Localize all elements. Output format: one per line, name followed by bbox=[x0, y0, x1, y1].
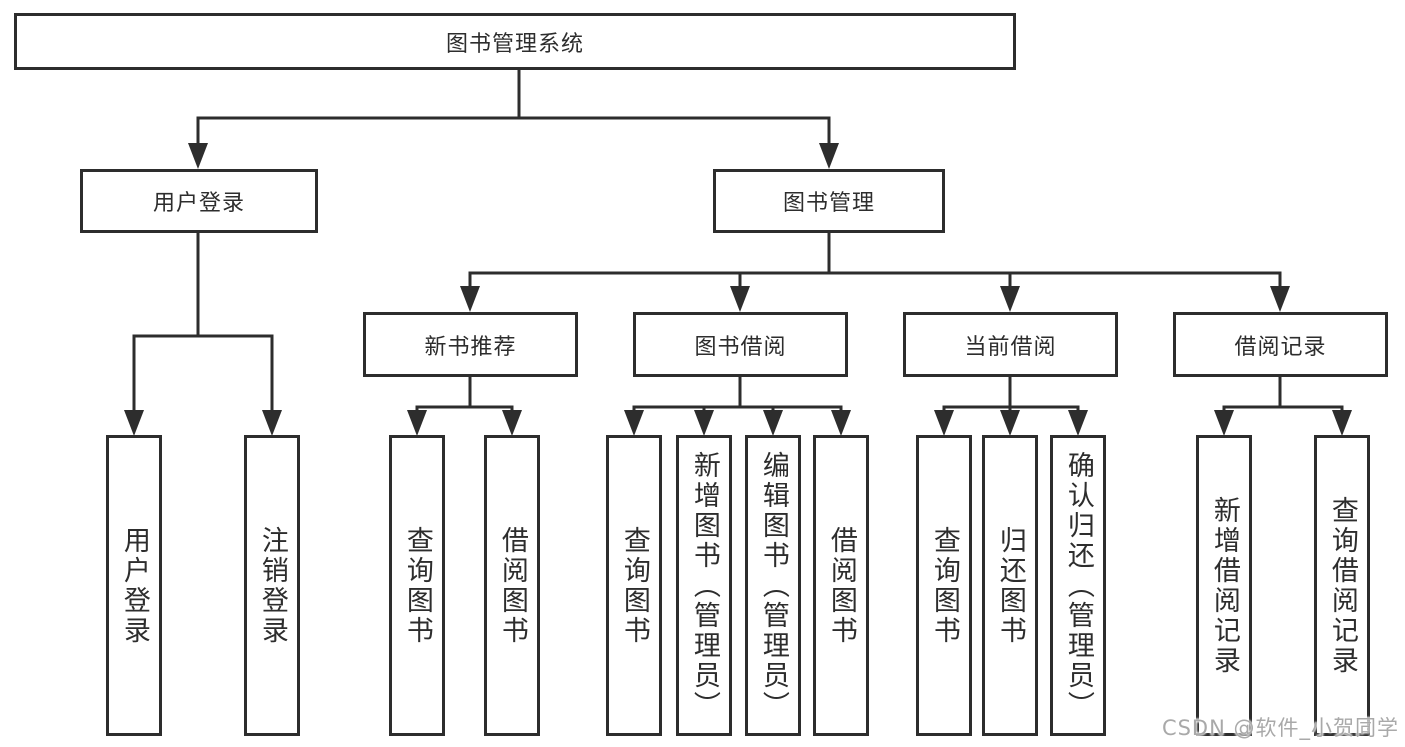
node-book-borrowing: 图书借阅 bbox=[633, 312, 848, 377]
leaf-logout: 注销登录 bbox=[244, 435, 300, 736]
node-library-system: 图书管理系统 bbox=[14, 13, 1016, 70]
connector-current-to-leaves bbox=[942, 375, 1080, 415]
connector-borrowing-to-leaves bbox=[632, 375, 843, 415]
connector-records-to-leaves bbox=[1222, 375, 1344, 415]
connector-book-management-to-level3 bbox=[468, 230, 1282, 291]
arrowheads bbox=[124, 143, 1352, 436]
node-book-management: 图书管理 bbox=[713, 169, 945, 233]
arrow-down-icon bbox=[188, 143, 208, 169]
arrow-down-icon bbox=[124, 410, 144, 436]
leaf-recommend-query-books: 查询图书 bbox=[389, 435, 445, 736]
arrow-down-icon bbox=[1270, 286, 1290, 312]
arrow-down-icon bbox=[1332, 410, 1352, 436]
leaf-current-confirm-return-admin: 确认归还（管理员） bbox=[1050, 435, 1106, 736]
leaf-borrowing-borrow-books: 借阅图书 bbox=[813, 435, 869, 736]
arrow-down-icon bbox=[502, 410, 522, 436]
arrow-down-icon bbox=[1000, 286, 1020, 312]
arrow-down-icon bbox=[1214, 410, 1234, 436]
node-user-login: 用户登录 bbox=[80, 169, 318, 233]
arrow-down-icon bbox=[460, 286, 480, 312]
arrow-down-icon bbox=[694, 410, 714, 436]
connector-user-login-to-leaves bbox=[132, 231, 274, 415]
arrow-down-icon bbox=[831, 410, 851, 436]
arrow-down-icon bbox=[407, 410, 427, 436]
arrow-down-icon bbox=[819, 143, 839, 169]
leaf-current-return-books: 归还图书 bbox=[982, 435, 1038, 736]
arrow-down-icon bbox=[624, 410, 644, 436]
arrow-down-icon bbox=[1068, 410, 1088, 436]
leaf-records-add-record: 新增借阅记录 bbox=[1196, 435, 1252, 736]
arrow-down-icon bbox=[763, 410, 783, 436]
connector-recommendation-to-leaves bbox=[415, 375, 514, 415]
leaf-records-query-record: 查询借阅记录 bbox=[1314, 435, 1370, 736]
connector-root-to-level2 bbox=[196, 68, 831, 148]
node-current-borrowing: 当前借阅 bbox=[903, 312, 1118, 377]
arrow-down-icon bbox=[262, 410, 282, 436]
leaf-recommend-borrow-books: 借阅图书 bbox=[484, 435, 540, 736]
leaf-user-login: 用户登录 bbox=[106, 435, 162, 736]
arrow-down-icon bbox=[730, 286, 750, 312]
leaf-borrowing-query-books: 查询图书 bbox=[606, 435, 662, 736]
leaf-current-query-books: 查询图书 bbox=[916, 435, 972, 736]
node-borrowing-records: 借阅记录 bbox=[1173, 312, 1388, 377]
arrow-down-icon bbox=[934, 410, 954, 436]
watermark: CSDN @软件_小贺同学 bbox=[1161, 716, 1399, 740]
leaf-borrowing-add-books-admin: 新增图书（管理员） bbox=[676, 435, 732, 736]
node-new-book-recommendation: 新书推荐 bbox=[363, 312, 578, 377]
leaf-borrowing-edit-books-admin: 编辑图书（管理员） bbox=[745, 435, 801, 736]
arrow-down-icon bbox=[1000, 410, 1020, 436]
